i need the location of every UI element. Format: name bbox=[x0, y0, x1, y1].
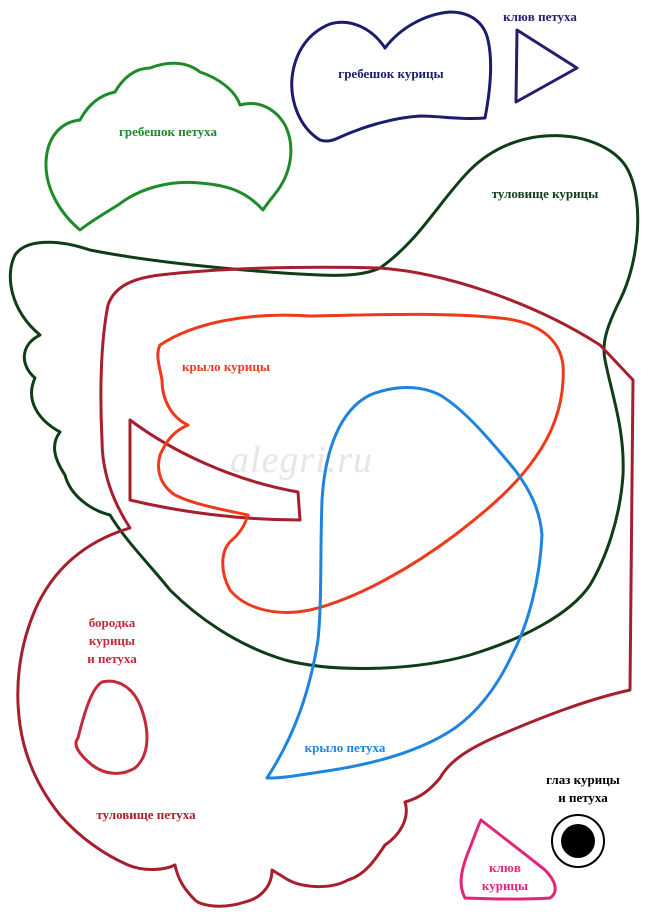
eye-icon bbox=[551, 814, 605, 868]
hen-beak-label-line1: клюв bbox=[489, 860, 521, 875]
eye-label-line2: и петуха bbox=[558, 790, 608, 805]
wattle-label-line3: и петуха bbox=[87, 651, 137, 666]
eye-pupil bbox=[561, 824, 595, 858]
rooster-comb-label: гребешок петуха bbox=[119, 124, 218, 139]
rooster-body-outline bbox=[16, 265, 635, 908]
hen-beak-outline bbox=[459, 818, 557, 901]
rooster-body-label: туловище петуха bbox=[96, 807, 196, 822]
hen-wing-outline bbox=[156, 312, 565, 614]
wattle-label-line2: курицы bbox=[89, 633, 135, 648]
rooster-comb-outline bbox=[44, 61, 293, 232]
watermark-text: alegri.ru bbox=[230, 439, 373, 481]
wattle-label-line1: бородка bbox=[89, 615, 136, 630]
hen-body-outline bbox=[8, 134, 640, 670]
wattle-outline bbox=[74, 679, 149, 775]
hen-wing-label: крыло курицы bbox=[182, 359, 270, 374]
hen-comb-label: гребешок курицы bbox=[338, 66, 443, 81]
rooster-wing-outline bbox=[265, 386, 544, 780]
rooster-beak-label: клюв петуха bbox=[503, 9, 577, 24]
hen-beak-label-line2: курицы bbox=[482, 878, 528, 893]
rooster-beak-outline bbox=[514, 28, 579, 104]
rooster-wing-label: крыло петуха bbox=[305, 740, 386, 755]
hen-comb-outline bbox=[290, 10, 493, 143]
eye-label-line1: глаз курицы bbox=[546, 772, 620, 787]
hen-body-label: туловище курицы bbox=[492, 186, 599, 201]
eye-outer-ring bbox=[551, 814, 605, 868]
